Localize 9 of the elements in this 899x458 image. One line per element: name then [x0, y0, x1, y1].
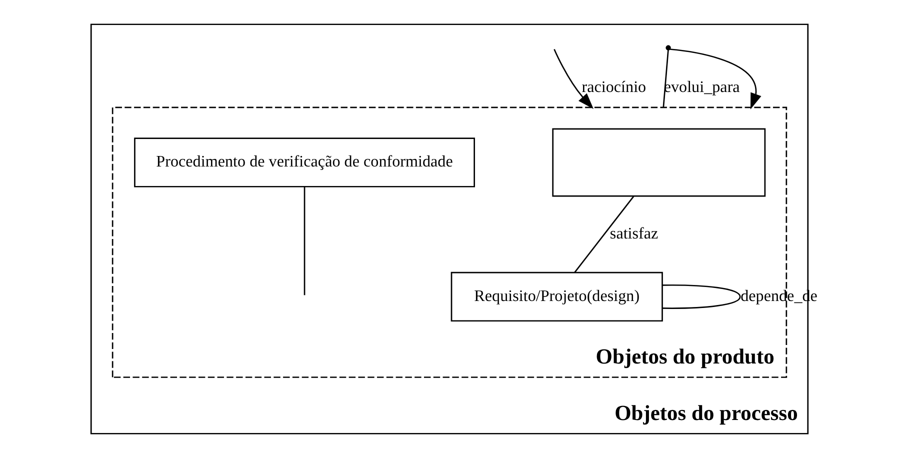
connector	[662, 284, 741, 309]
edge-label: satisfaz	[610, 225, 658, 242]
connector	[304, 186, 306, 296]
node-box	[552, 128, 766, 197]
connector	[574, 196, 634, 273]
node-box: Procedimento de verificação de conformidade	[134, 138, 475, 188]
arrow	[554, 48, 594, 109]
node-box: Requisito/Projeto(design)	[450, 272, 663, 322]
edge-label: raciocínio	[582, 79, 646, 96]
